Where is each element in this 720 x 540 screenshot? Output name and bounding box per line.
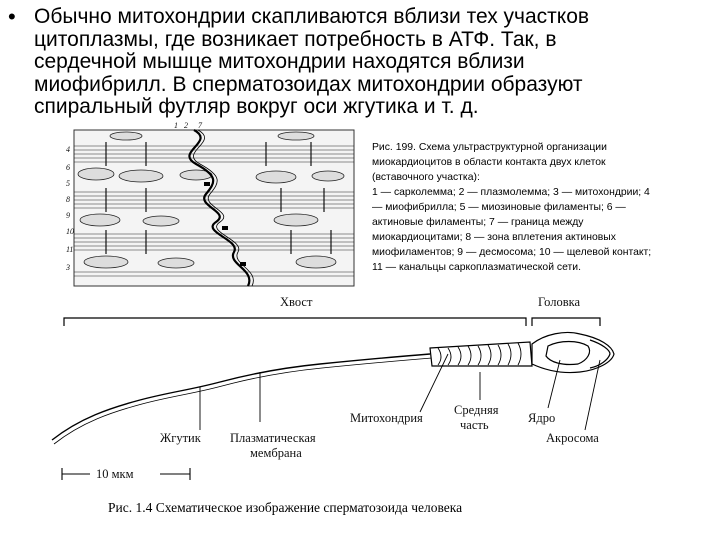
fig1-number-5: 5 [66, 179, 70, 188]
label-midpiece-line1: Средняя [454, 403, 499, 417]
label-acrosome: Акросома [546, 431, 599, 445]
label-membrane-line2: мембрана [250, 446, 302, 460]
scale-bar [61, 468, 191, 480]
tail-bracket [63, 317, 527, 326]
mitochondria [77, 131, 345, 269]
desmosomes [204, 182, 246, 266]
label-tail: Хвост [280, 295, 313, 309]
label-midpiece-line2: часть [460, 418, 489, 432]
head-bracket [531, 317, 601, 326]
fig1-number-8: 8 [66, 195, 70, 204]
label-mitochondria: Митохондрия [350, 411, 423, 425]
bullet-text: Обычно митохондрии скапливаются вблизи т… [34, 5, 590, 118]
myofibril-bands [74, 145, 354, 277]
pointer-lines [199, 353, 601, 431]
fig1-number-10: 10 [66, 227, 74, 236]
fig1-number-4: 4 [66, 145, 70, 154]
midpiece [429, 341, 533, 367]
scale-label: 10 мкм [96, 467, 134, 481]
fig1-number-7: 7 [198, 122, 203, 130]
figure2-caption: Рис. 1.4 Схематическое изображение сперм… [108, 500, 463, 515]
label-nucleus: Ядро [528, 411, 555, 425]
fig1-number-1: 1 [174, 122, 178, 130]
label-head: Головка [538, 295, 580, 309]
bullet-marker: • [8, 4, 16, 29]
z-lines [105, 142, 332, 254]
fig1-number-2: 2 [184, 122, 188, 130]
sperm-head [531, 331, 615, 374]
intercalated-disc [188, 129, 251, 287]
label-flagellum: Жгутик [160, 431, 202, 445]
fig1-number-6: 6 [66, 163, 70, 172]
label-membrane-line1: Плазматическая [230, 431, 316, 445]
fig1-number-9: 9 [66, 211, 70, 220]
fig1-number-3: 3 [66, 263, 70, 272]
cardiomyocyte-diagram: 1 2 7 4 6 5 8 9 10 11 3 [66, 122, 355, 287]
flagellum [51, 353, 431, 441]
sperm-diagram: Хвост Головка [51, 295, 615, 481]
figure1-caption: Рис. 199. Схема ультраструктурной органи… [372, 142, 652, 273]
fig1-number-11: 11 [66, 245, 73, 254]
